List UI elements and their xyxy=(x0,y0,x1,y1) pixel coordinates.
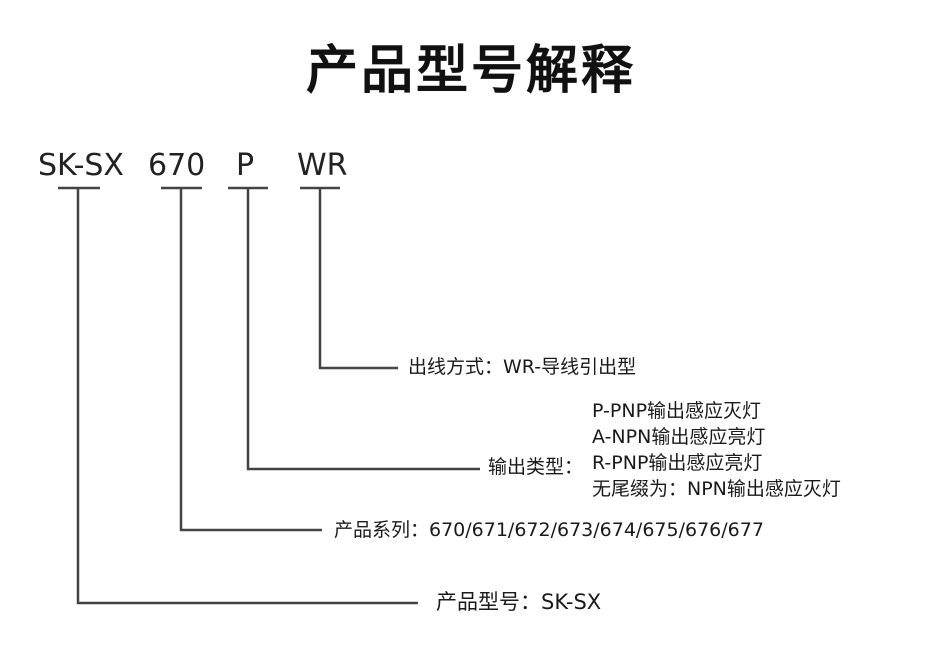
output-option: 无尾缀为：NPN输出感应灭灯 xyxy=(592,478,841,500)
page-title: 产品型号解释 xyxy=(305,41,636,101)
code-part-wire: WR xyxy=(297,148,348,183)
series-description: 产品系列：670/671/672/673/674/675/676/677 xyxy=(334,519,764,541)
connector-model xyxy=(76,188,418,605)
output-option: R-PNP输出感应亮灯 xyxy=(592,452,763,474)
output-option: P-PNP输出感应灭灯 xyxy=(592,400,762,422)
model-description: 产品型号：SK-SX xyxy=(436,590,602,614)
code-part-output: P xyxy=(236,148,255,183)
output-option: A-NPN输出感应亮灯 xyxy=(592,426,766,448)
code-part-model: SK-SX xyxy=(38,148,124,183)
connector-series xyxy=(179,188,322,532)
output-type-label: 输出类型： xyxy=(488,456,584,478)
connector-wire xyxy=(318,188,398,370)
wire-description: 出线方式：WR-导线引出型 xyxy=(408,356,637,378)
connector-output xyxy=(246,188,480,471)
code-part-series: 670 xyxy=(148,148,206,183)
